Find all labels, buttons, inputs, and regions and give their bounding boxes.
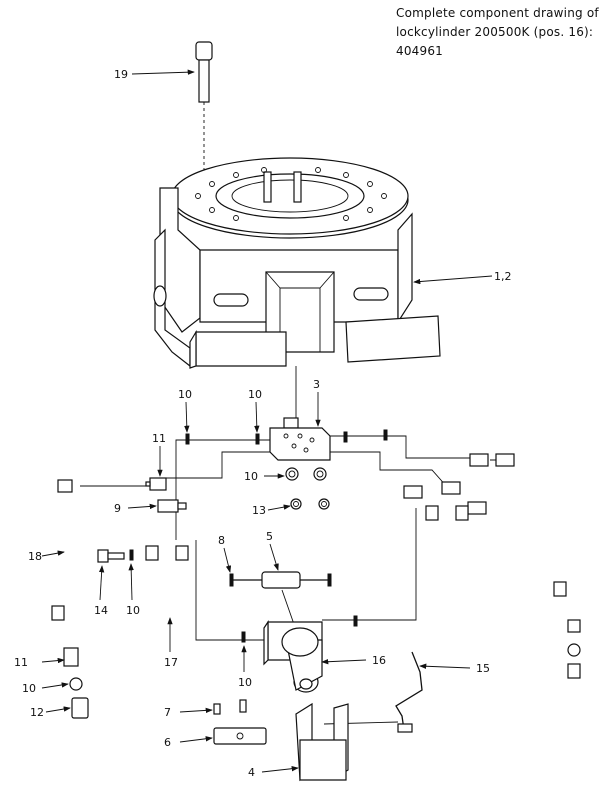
callout-14: 14 [94, 604, 108, 617]
title-line-3: 404961 [396, 44, 444, 58]
callout-7: 7 [164, 706, 171, 719]
callout-1-2: 1,2 [494, 270, 512, 283]
callout-13: 13 [252, 504, 266, 517]
fitting-11-left [145, 477, 167, 491]
callout-11-b: 11 [14, 656, 28, 669]
callout-10-d: 10 [126, 604, 140, 617]
u-hose-17 [145, 545, 189, 622]
callout-3: 3 [313, 378, 320, 391]
callout-15: 15 [476, 662, 490, 675]
valve-block-3 [269, 417, 331, 510]
fittings-right [403, 453, 515, 515]
callout-11-a: 11 [152, 432, 166, 445]
callout-19: 19 [114, 68, 128, 81]
pin-block-6-7 [213, 699, 267, 745]
callout-labels: 19 1,2 3 10 10 11 10 9 13 18 8 5 14 10 1… [14, 68, 512, 779]
base-plate-1-2 [153, 157, 441, 369]
lock-cylinder-16 [263, 620, 323, 693]
callout-6: 6 [164, 736, 171, 749]
callout-4: 4 [248, 766, 255, 779]
callout-17: 17 [164, 656, 178, 669]
fittings-12-11 [63, 647, 89, 719]
callout-18: 18 [28, 550, 42, 563]
shaft-5-8 [229, 571, 332, 589]
callout-16: 16 [372, 654, 386, 667]
yoke-4 [295, 702, 349, 782]
drawing-title: Complete component drawing of lockcylind… [396, 4, 599, 61]
callout-10-e: 10 [238, 676, 252, 689]
callout-8: 8 [218, 534, 225, 547]
callout-12: 12 [30, 706, 44, 719]
callout-10-b: 10 [248, 388, 262, 401]
callout-leaders [41, 69, 493, 773]
hose-18 [51, 479, 73, 621]
callout-10-a: 10 [178, 388, 192, 401]
pin-14 [97, 549, 125, 563]
callout-10-f: 10 [22, 682, 36, 695]
u-hose-right [425, 505, 469, 582]
bolt-19 [195, 41, 213, 185]
o-ring-marks [129, 429, 388, 643]
callout-9: 9 [114, 502, 121, 515]
callout-5: 5 [266, 530, 273, 543]
title-line-2: lockcylinder 200500K (pos. 16): [396, 25, 594, 39]
hose-right [516, 469, 581, 679]
callout-10-c: 10 [244, 470, 258, 483]
fitting-9 [157, 499, 187, 513]
title-line-1: Complete component drawing of [396, 6, 599, 20]
